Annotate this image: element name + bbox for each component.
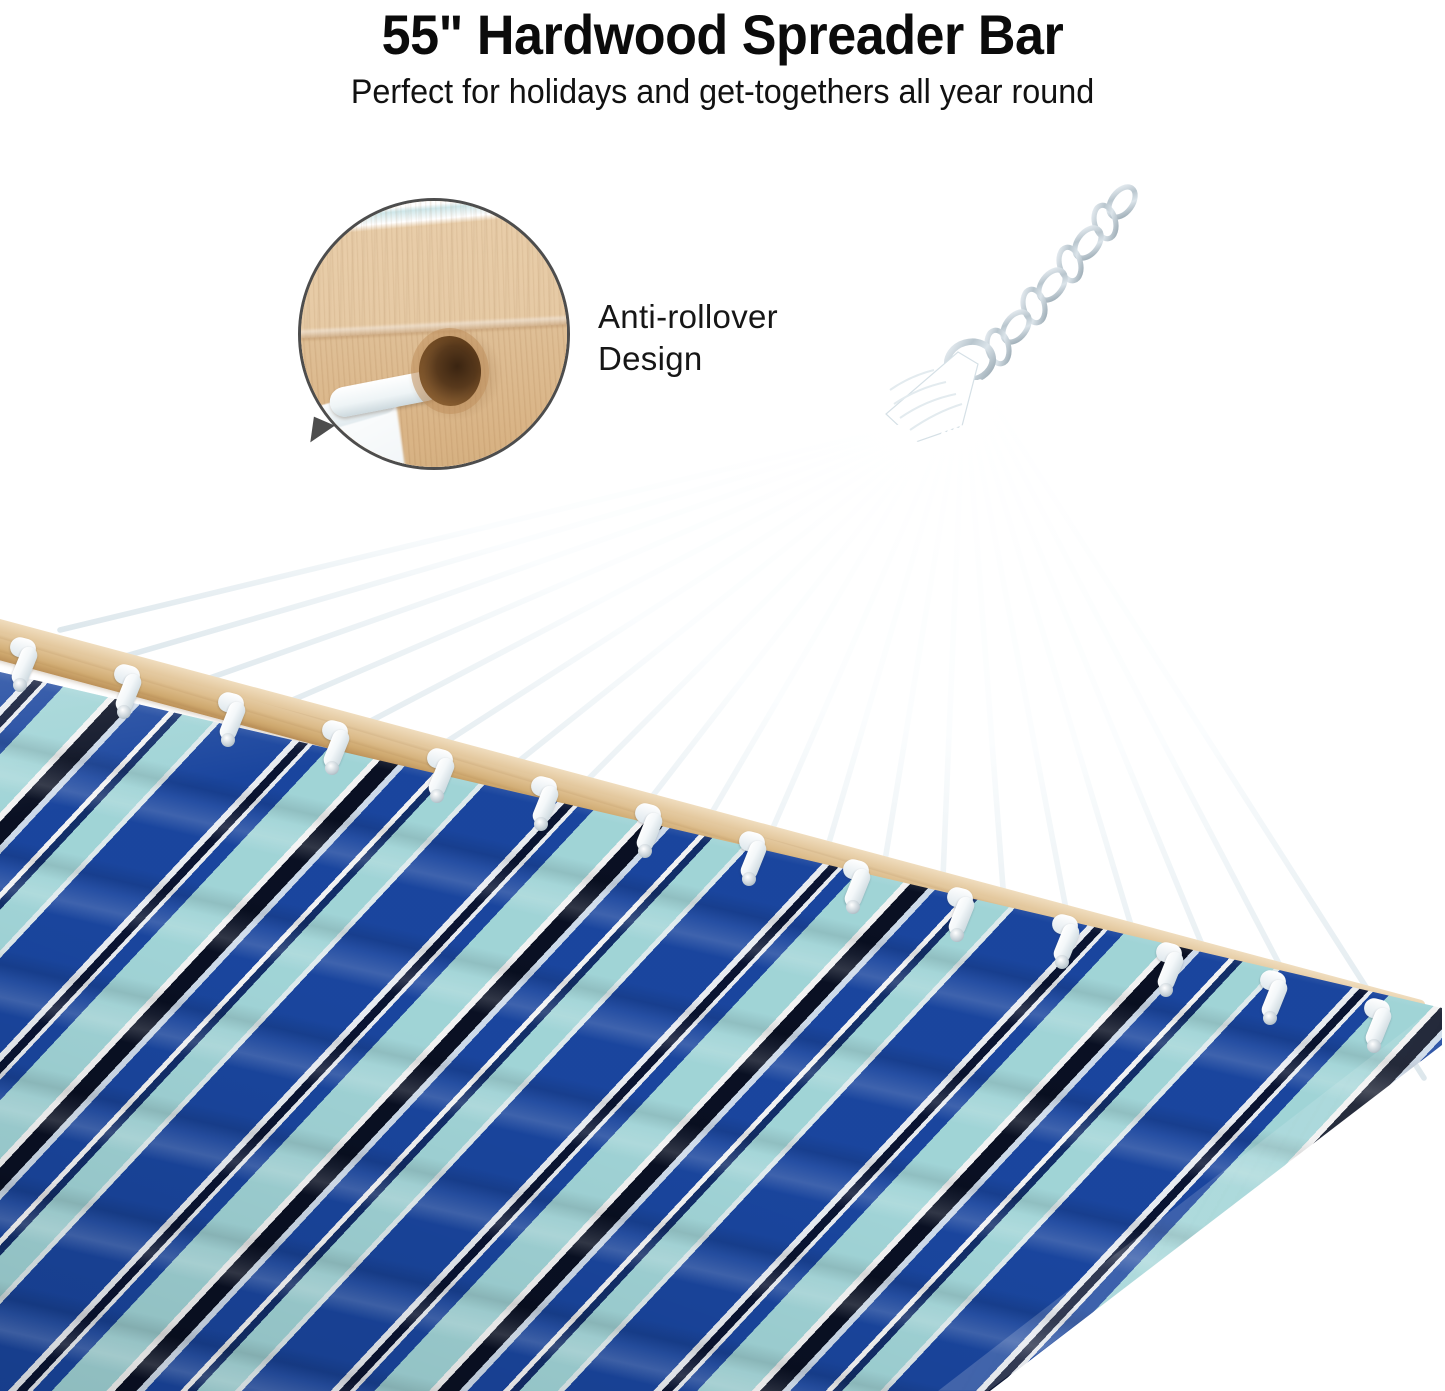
page-subtitle: Perfect for holidays and get-togethers a… (350, 73, 1095, 111)
callout-pointer-icon (310, 416, 336, 446)
fabric-grommet (1262, 1010, 1277, 1025)
hammock-fabric (0, 640, 1445, 1391)
anti-rollover-callout-circle (298, 198, 570, 470)
fabric-grommet (846, 899, 861, 914)
fabric-grommet (1054, 955, 1069, 970)
fabric-grommet (637, 844, 652, 859)
chain-link-icon (944, 184, 1138, 380)
callout-label: Anti-rollover Design (598, 296, 778, 380)
fabric-grommet (13, 677, 27, 692)
fabric-grommet (117, 705, 132, 720)
fabric-grommet (429, 788, 444, 803)
fabric-grommet (221, 733, 236, 748)
fabric-grommet (1158, 983, 1173, 998)
fabric-grommet (533, 816, 548, 831)
striped-quilt-pattern (0, 672, 1442, 1391)
fabric-grommet (325, 761, 340, 775)
fabric-grommet (742, 872, 757, 887)
callout-label-line2: Design (598, 340, 703, 377)
fabric-grommet (1367, 1038, 1381, 1053)
rope-gather-knot (885, 351, 979, 443)
callout-label-line1: Anti-rollover (598, 298, 778, 335)
page-title: 55" Hardwood Spreader Bar (381, 3, 1064, 66)
fabric-grommet (950, 927, 965, 942)
